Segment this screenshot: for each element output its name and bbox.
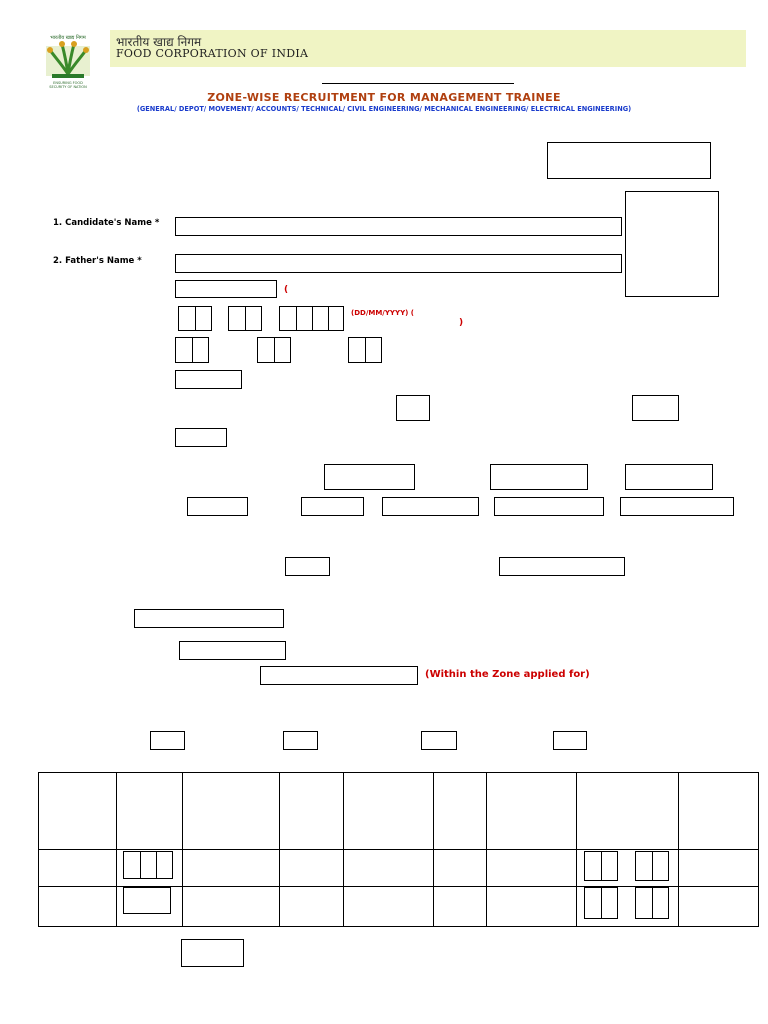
- logo-emblem-icon: भारतीय खाद्य निगम ENSURING FOOD SECURITY…: [46, 34, 90, 89]
- title-rule: [322, 83, 514, 84]
- table-cell: [116, 772, 183, 850]
- page-subtitle: (GENERAL/ DEPOT/ MOVEMENT/ ACCOUNTS/ TEC…: [136, 105, 632, 113]
- field-10a-input[interactable]: [285, 557, 330, 576]
- option-box-1[interactable]: [396, 395, 430, 421]
- table-cell: [576, 772, 679, 850]
- age-days-boxes[interactable]: [348, 337, 382, 363]
- marks-boxes-b[interactable]: [635, 851, 669, 881]
- year-boxes[interactable]: [123, 851, 173, 879]
- table-cell: [279, 772, 344, 850]
- father-name-input[interactable]: [175, 254, 622, 273]
- svg-text:ENSURING FOOD: ENSURING FOOD: [53, 81, 83, 85]
- field-12-input[interactable]: [179, 641, 286, 660]
- field-9a-input[interactable]: [187, 497, 248, 516]
- field-9c-input[interactable]: [382, 497, 479, 516]
- age-months-boxes[interactable]: [257, 337, 291, 363]
- field-10b-input[interactable]: [499, 557, 625, 576]
- svg-text:SECURITY OF NATION: SECURITY OF NATION: [49, 85, 87, 89]
- option-box-2[interactable]: [632, 395, 679, 421]
- roll-number-box[interactable]: [547, 142, 711, 179]
- marks-boxes-a[interactable]: [584, 887, 618, 919]
- photo-box[interactable]: [625, 191, 719, 297]
- dob-month-boxes[interactable]: [228, 306, 262, 331]
- table-cell[interactable]: [182, 849, 280, 887]
- table-cell[interactable]: [182, 886, 280, 927]
- marks-boxes-a[interactable]: [584, 851, 618, 881]
- table-cell[interactable]: [116, 886, 183, 927]
- option-box-d[interactable]: [553, 731, 587, 750]
- table-cell[interactable]: [343, 886, 434, 927]
- org-name-english: FOOD CORPORATION OF INDIA: [116, 47, 309, 60]
- table-cell: [38, 772, 117, 850]
- table-cell[interactable]: [678, 849, 759, 887]
- table-cell: [433, 772, 487, 850]
- table-cell[interactable]: [343, 849, 434, 887]
- option-box-c[interactable]: [421, 731, 457, 750]
- table-cell[interactable]: [576, 849, 679, 887]
- zone-exam-centre-input[interactable]: [260, 666, 418, 685]
- fci-logo: भारतीय खाद्य निगम ENSURING FOOD SECURITY…: [42, 32, 98, 90]
- zone-note-text: (Within the Zone applied for): [425, 669, 590, 680]
- qualification-table: [38, 772, 759, 927]
- field-11-input[interactable]: [134, 609, 284, 628]
- option-box-a[interactable]: [150, 731, 185, 750]
- field-bottom-input[interactable]: [181, 939, 244, 967]
- dob-format-text: (DD/MM/YYYY) (: [351, 309, 414, 317]
- candidate-name-label: 1. Candidate's Name *: [53, 218, 160, 228]
- year-box[interactable]: [123, 887, 171, 914]
- field-5-input[interactable]: [175, 370, 242, 389]
- age-years-boxes[interactable]: [175, 337, 209, 363]
- field-8a-input[interactable]: [324, 464, 415, 490]
- table-cell[interactable]: [576, 886, 679, 927]
- org-name-hindi: भारतीय खाद्य निगम: [116, 35, 202, 49]
- father-name-label: 2. Father's Name *: [53, 256, 142, 266]
- table-cell: [182, 772, 280, 850]
- option-box-b[interactable]: [283, 731, 318, 750]
- field-9b-input[interactable]: [301, 497, 364, 516]
- marks-boxes-b[interactable]: [635, 887, 669, 919]
- table-header-row: [38, 772, 759, 850]
- table-row: [38, 849, 759, 887]
- svg-text:भारतीय खाद्य निगम: भारतीय खाद्य निगम: [50, 34, 86, 41]
- dob-day-boxes[interactable]: [178, 306, 212, 331]
- field-7-input[interactable]: [175, 428, 227, 447]
- field-8c-input[interactable]: [625, 464, 713, 490]
- table-cell[interactable]: [433, 886, 487, 927]
- table-cell: [486, 772, 577, 850]
- dob-year-boxes[interactable]: [279, 306, 344, 331]
- candidate-name-input[interactable]: [175, 217, 622, 236]
- table-cell[interactable]: [279, 849, 344, 887]
- table-cell[interactable]: [433, 849, 487, 887]
- table-cell: [343, 772, 434, 850]
- field-3-input[interactable]: [175, 280, 277, 298]
- table-cell: [678, 772, 759, 850]
- header-band: [110, 30, 746, 67]
- table-cell[interactable]: [486, 849, 577, 887]
- table-cell[interactable]: [486, 886, 577, 927]
- open-paren-text: (: [284, 285, 289, 295]
- close-paren-text: ): [459, 318, 464, 328]
- table-cell[interactable]: [678, 886, 759, 927]
- table-row: [38, 886, 759, 927]
- table-cell[interactable]: [116, 849, 183, 887]
- table-cell[interactable]: [38, 886, 117, 927]
- field-9d-input[interactable]: [494, 497, 604, 516]
- field-8b-input[interactable]: [490, 464, 588, 490]
- page-title: ZONE-WISE RECRUITMENT FOR MANAGEMENT TRA…: [207, 91, 561, 104]
- table-cell[interactable]: [38, 849, 117, 887]
- field-9e-input[interactable]: [620, 497, 734, 516]
- table-cell[interactable]: [279, 886, 344, 927]
